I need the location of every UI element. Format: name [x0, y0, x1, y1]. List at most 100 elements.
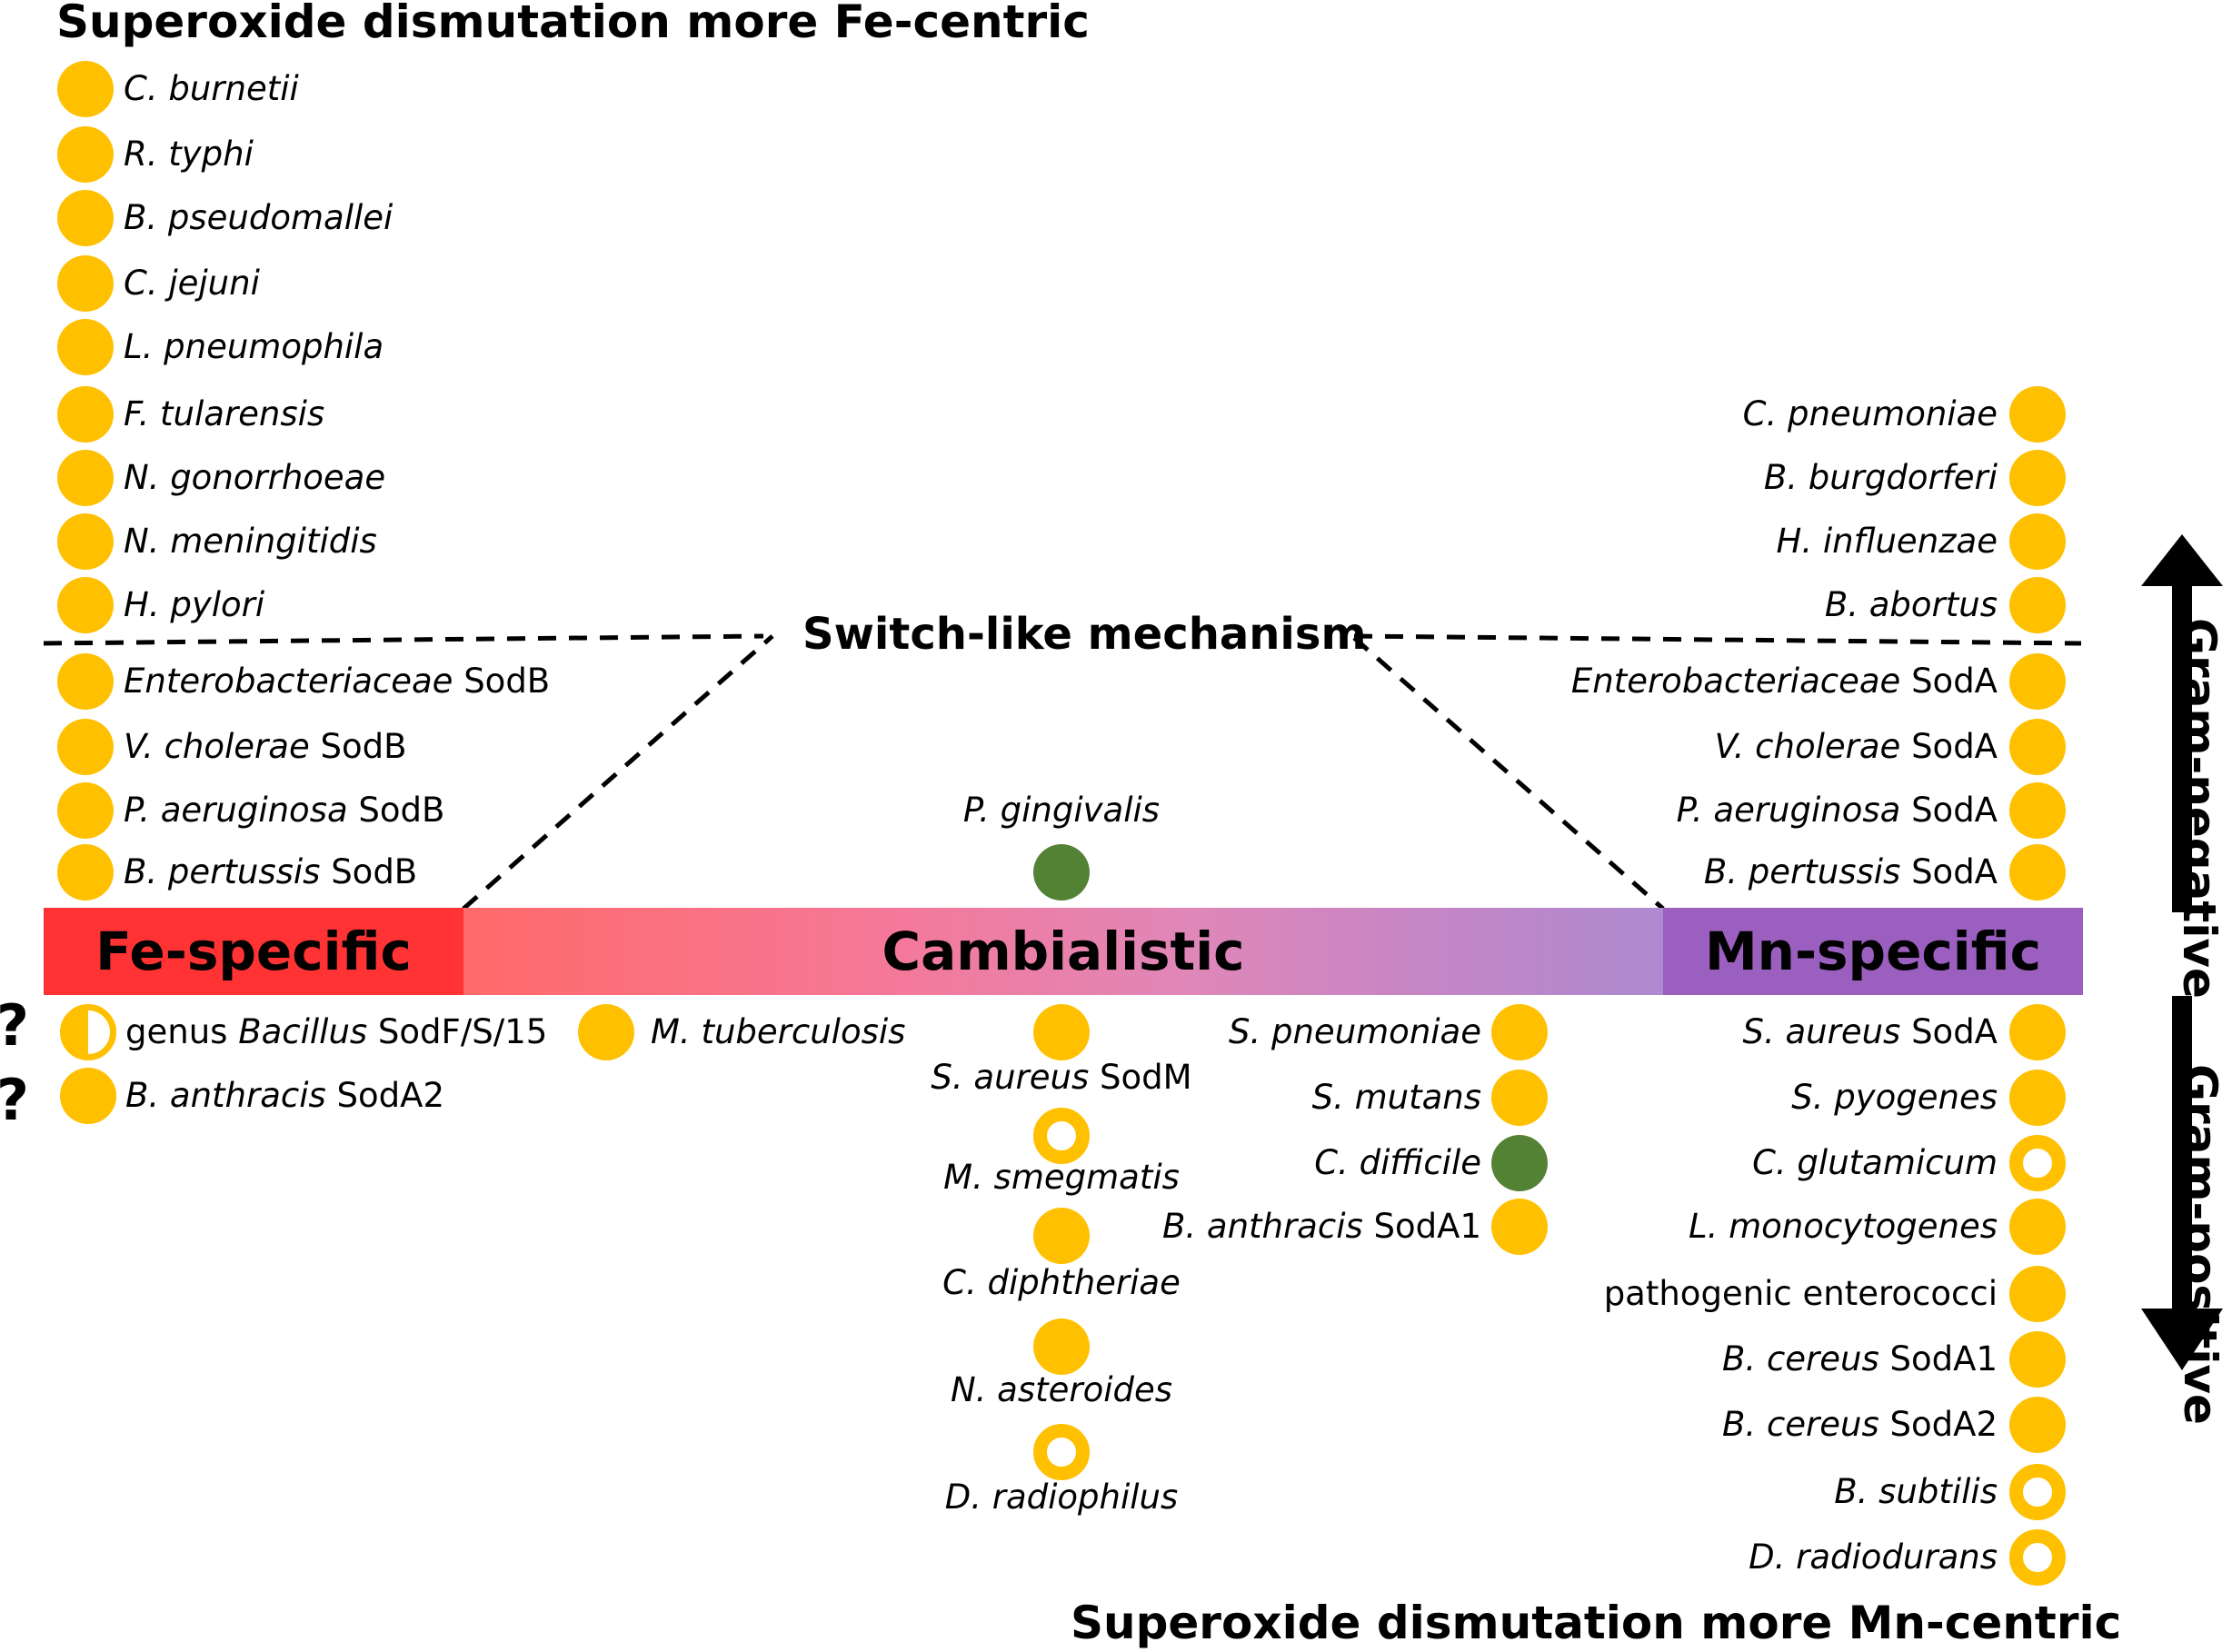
- organism-label: B. pertussis SodA: [1704, 852, 1998, 892]
- switch-like-mechanism-label: Switch-like mechanism: [802, 609, 1367, 660]
- organism-label-it: V. cholerae: [1714, 727, 1901, 766]
- organism-label-it: B. subtilis: [1834, 1472, 1998, 1511]
- organism-label-it: B. cereus: [1722, 1405, 1879, 1444]
- cambialistic-label: Cambialistic: [882, 921, 1245, 982]
- organism-label-rest: SodA: [1900, 852, 1998, 891]
- organism-label: D. radiodurans: [1749, 1538, 1998, 1577]
- organism-label-rest: SodA: [1900, 727, 1998, 766]
- title-fe-centric: Superoxide dismutation more Fe-centric: [56, 0, 1090, 48]
- organism-label: B. pertussis SodB: [124, 852, 417, 892]
- organism-label: L. pneumophila: [124, 327, 384, 367]
- organism-label: Enterobacteriaceae SodA: [1571, 662, 1998, 702]
- organism-label-it: B. anthracis: [125, 1076, 326, 1115]
- fe-specific-bar: Fe-specific: [44, 908, 463, 995]
- filled-dot-icon: [57, 319, 114, 375]
- organism-label-it: B. pseudomallei: [124, 198, 394, 237]
- organism-label-it: C. pneumoniae: [1742, 394, 1998, 433]
- organism-label: S. mutans: [1312, 1078, 1481, 1118]
- filled-dot-icon: [578, 1004, 634, 1060]
- filled-dot-icon: [2009, 577, 2066, 633]
- organism-label-rest: SodB: [309, 727, 407, 766]
- organism-label-rest: SodA2: [1878, 1405, 1998, 1444]
- filled-dot-icon: [2009, 782, 2066, 839]
- dashed-line-diagonal-left: [462, 634, 774, 911]
- filled-dot-icon: [57, 190, 114, 246]
- filled-dot-icon: [2009, 1070, 2066, 1126]
- filled-dot-icon: [2009, 844, 2066, 901]
- filled-dot-icon: [60, 1068, 116, 1124]
- organism-label-it: L. monocytogenes: [1688, 1207, 1998, 1246]
- filled-dot-icon: [2009, 1331, 2066, 1388]
- gram-positive-arrow-head: [2141, 1309, 2223, 1370]
- question-mark-bottom: ?: [0, 1072, 29, 1129]
- organism-label-it: N. asteroides: [950, 1370, 1173, 1409]
- filled-dot-icon: [1033, 1319, 1090, 1375]
- organism-label-it: S. aureus: [931, 1058, 1090, 1097]
- organism-label-it: B. burgdorferi: [1763, 458, 1998, 497]
- hollow-dot-icon: [2009, 1464, 2066, 1520]
- green-dot-icon: [1033, 844, 1090, 901]
- organism-label: C. difficile: [1314, 1143, 1481, 1183]
- organism-label-rest: SodA: [1900, 1012, 1998, 1051]
- organism-label-rest: SodB: [320, 852, 418, 891]
- organism-label-rest: SodA: [1900, 662, 1998, 701]
- filled-dot-icon: [57, 61, 114, 117]
- mn-specific-bar: Mn-specific: [1663, 908, 2083, 995]
- organism-label: S. pneumoniae: [1229, 1012, 1481, 1052]
- filled-dot-icon: [1491, 1070, 1548, 1126]
- organism-label-rest: SodF/S/15: [367, 1012, 548, 1051]
- half-filled-dot-icon: [60, 1004, 116, 1060]
- organism-label-rest: SodB: [453, 662, 551, 701]
- organism-label-it: P. gingivalis: [962, 791, 1161, 830]
- organism-label: H. pylori: [124, 585, 264, 625]
- organism-label-it: P. aeruginosa: [1676, 791, 1901, 830]
- organism-label-it: N. gonorrhoeae: [124, 458, 386, 497]
- organism-label: B. cereus SodA1: [1722, 1339, 1998, 1379]
- organism-label: C. burnetii: [124, 69, 299, 109]
- organism-label: P. aeruginosa SodA: [1677, 791, 1998, 831]
- gram-negative-arrow-shaft: [2172, 582, 2192, 912]
- organism-label-it: S. pneumoniae: [1228, 1012, 1481, 1051]
- organism-label: H. influenzae: [1777, 522, 1998, 562]
- organism-label: S. aureus SodM: [698, 1058, 1425, 1098]
- organism-label: pathogenic enterococci: [1604, 1274, 1998, 1314]
- cambialistic-bar: Cambialistic: [463, 908, 1663, 995]
- organism-label-it: R. typhi: [124, 134, 254, 174]
- organism-label-it: L. pneumophila: [124, 327, 384, 366]
- organism-label: V. cholerae SodA: [1715, 727, 1998, 767]
- organism-label: B. anthracis SodA1: [1162, 1207, 1481, 1247]
- organism-label-it: C. difficile: [1314, 1143, 1481, 1182]
- filled-dot-icon: [57, 450, 114, 506]
- organism-label-it: B. cereus: [1722, 1339, 1879, 1378]
- filled-dot-icon: [1491, 1199, 1548, 1255]
- organism-label-it: H. pylori: [124, 585, 265, 624]
- gram-negative-arrow-head: [2141, 534, 2223, 586]
- organism-label-it: D. radiophilus: [944, 1478, 1179, 1517]
- filled-dot-icon: [2009, 1199, 2066, 1255]
- organism-label-it: H. influenzae: [1776, 522, 1998, 561]
- organism-label: C. diphtheriae: [698, 1263, 1425, 1303]
- organism-label: S. aureus SodA: [1742, 1012, 1998, 1052]
- organism-label-it: C. glutamicum: [1752, 1143, 1998, 1182]
- organism-label-it: B. abortus: [1824, 585, 1998, 624]
- organism-label-rest: SodA1: [1362, 1207, 1481, 1246]
- filled-dot-icon: [57, 844, 114, 901]
- organism-label: C. pneumoniae: [1743, 394, 1998, 434]
- organism-label-it: B. pertussis: [124, 852, 321, 891]
- organism-label: V. cholerae SodB: [124, 727, 406, 767]
- organism-label: M. tuberculosis: [651, 1012, 905, 1052]
- gram-positive-arrow-shaft: [2172, 996, 2192, 1314]
- filled-dot-icon: [2009, 513, 2066, 570]
- organism-label-rest: SodA1: [1878, 1339, 1998, 1378]
- filled-dot-icon: [57, 386, 114, 443]
- filled-dot-icon: [2009, 653, 2066, 710]
- dashed-line-diagonal-right: [1352, 636, 1665, 911]
- gram-negative-label: Gram-negative: [2173, 618, 2226, 999]
- filled-dot-icon: [57, 126, 114, 183]
- filled-dot-icon: [2009, 1004, 2066, 1060]
- organism-label: F. tularensis: [124, 394, 324, 434]
- filled-dot-icon: [2009, 386, 2066, 443]
